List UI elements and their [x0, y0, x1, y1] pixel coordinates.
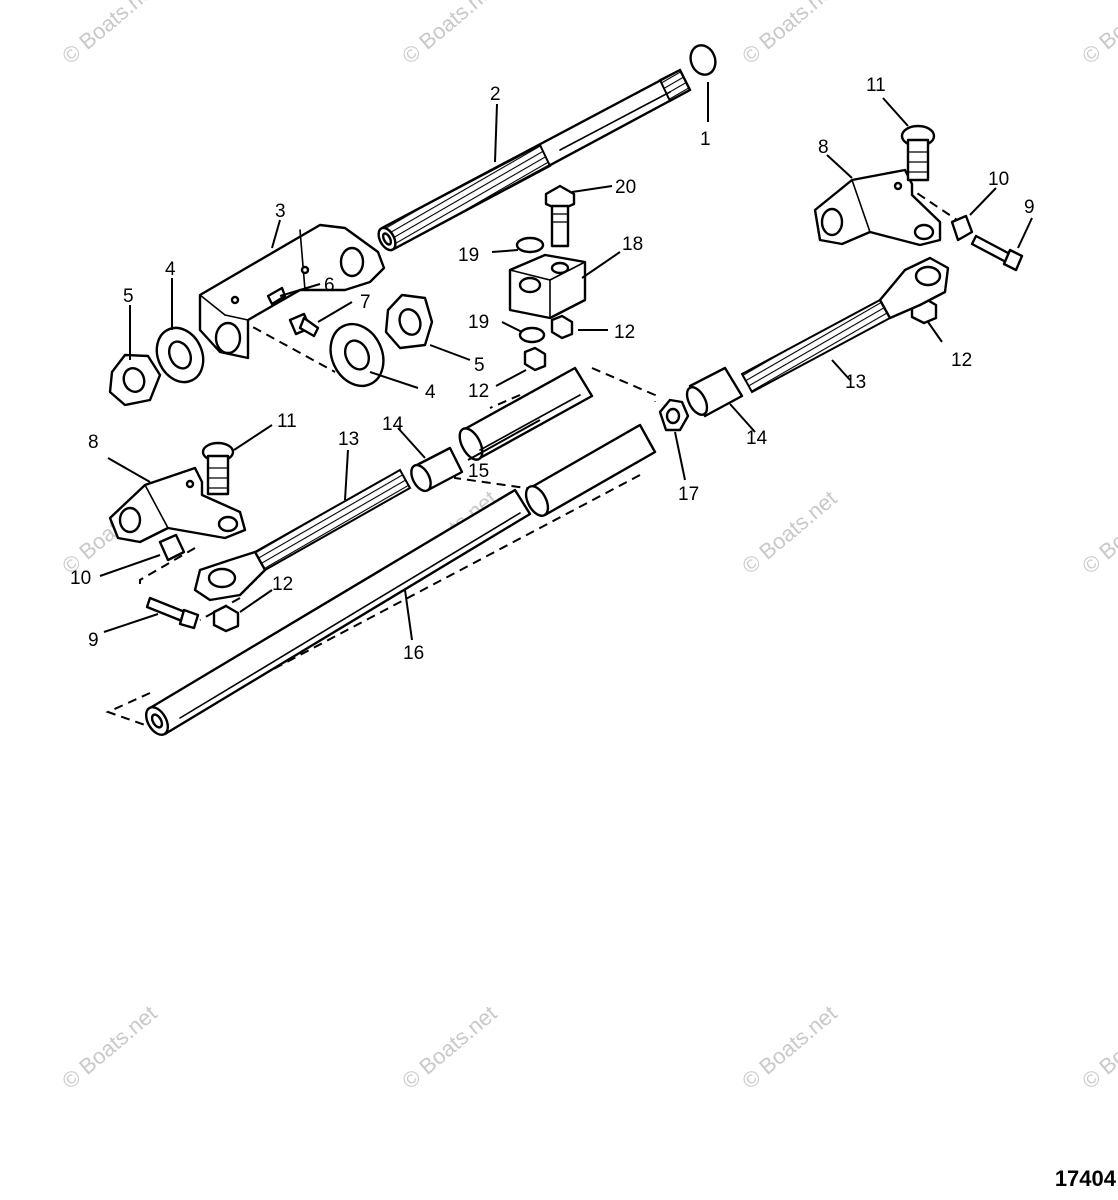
callout-14: 14: [746, 428, 768, 449]
part-7-screw: [288, 312, 320, 338]
watermark-layer: © Boats.net © Boats.net © Boats.net © Bo…: [57, 0, 1118, 1094]
watermark: © Boats.net: [1077, 0, 1118, 69]
callout-13: 13: [338, 429, 359, 450]
callout-12: 12: [468, 381, 489, 402]
callout-11: 11: [277, 411, 297, 432]
callout-4: 4: [165, 259, 176, 280]
part-5-nut-left: [108, 353, 162, 407]
part-11-bolt-left: [201, 441, 235, 496]
part-15-tube-lower: [524, 423, 657, 517]
part-12-nut-left: [212, 604, 240, 633]
part-16-tube: [144, 488, 532, 736]
part-12-nut-clamp: [550, 314, 574, 340]
callout-11: 11: [866, 75, 886, 96]
part-19-washer-top: [515, 236, 545, 254]
callout-1: 1: [700, 129, 711, 150]
part-9-bolt-left: [145, 596, 200, 630]
callout-16: 16: [403, 643, 424, 664]
part-9-bolt-right: [970, 234, 1024, 272]
watermark: © Boats.net: [737, 0, 841, 69]
part-19-washer-bottom: [518, 326, 546, 344]
callout-12: 12: [272, 574, 293, 595]
callout-4: 4: [425, 382, 436, 403]
part-14-sleeve-right: [685, 366, 744, 418]
figure-number: 17404: [1054, 1166, 1116, 1191]
callout-9: 9: [1024, 197, 1035, 218]
callout-19: 19: [458, 245, 479, 266]
watermark: © Boats.net: [1077, 1001, 1118, 1094]
callout-7: 7: [360, 292, 371, 313]
part-5-nut-right: [384, 293, 434, 350]
callout-17: 17: [678, 484, 699, 505]
watermark: © Boats.net: [397, 0, 501, 69]
part-18-clamp: [508, 253, 587, 320]
callout-12: 12: [951, 350, 972, 371]
part-13-tie-rod-right: [740, 256, 950, 394]
callout-13: 13: [845, 372, 866, 393]
part-17-nut: [658, 398, 690, 432]
part-12-nut-center: [523, 346, 547, 372]
watermark: © Boats.net: [397, 1001, 501, 1094]
callout-12: 12: [614, 322, 635, 343]
part-4-washer-right: [329, 322, 385, 388]
watermark: © Boats.net: [57, 0, 161, 69]
part-14-sleeve-left: [410, 446, 464, 493]
watermark: © Boats.net: [1077, 486, 1118, 579]
part-4-washer-left: [155, 326, 205, 384]
watermark: © Boats.net: [737, 486, 841, 579]
callout-8: 8: [88, 432, 99, 453]
callout-6: 6: [324, 275, 335, 296]
part-6-pin: [266, 286, 287, 306]
part-2-tube: [377, 68, 692, 252]
part-8-bracket-left: [108, 466, 247, 544]
callout-5: 5: [123, 286, 134, 307]
part-1-o-ring: [689, 44, 717, 76]
watermark: © Boats.net: [57, 1001, 161, 1094]
callout-10: 10: [988, 169, 1009, 190]
callout-2: 2: [490, 84, 501, 105]
callout-20: 20: [615, 177, 636, 198]
callout-14: 14: [382, 414, 404, 435]
callout-9: 9: [88, 630, 99, 651]
part-10-washer-left: [158, 533, 186, 562]
part-15-tube-upper: [458, 366, 594, 461]
watermark: © Boats.net: [737, 1001, 841, 1094]
callout-15: 15: [468, 461, 489, 482]
callout-3: 3: [275, 201, 286, 222]
callouts: 1 2 3 4 4 5 5 6 7 8 8 9 9 10 10 11 11 12…: [70, 75, 1035, 664]
part-11-bolt-right: [900, 124, 936, 182]
part-20-bolt: [544, 184, 576, 248]
callout-8: 8: [818, 137, 829, 158]
part-13-tie-rod-left: [193, 468, 412, 602]
callout-5: 5: [474, 355, 485, 376]
callout-10: 10: [70, 568, 91, 589]
leader-lines: [99, 82, 1033, 641]
part-8-bracket-right: [813, 168, 942, 247]
callout-18: 18: [622, 234, 643, 255]
part-10-washer-right: [950, 214, 974, 242]
callout-19: 19: [468, 312, 489, 333]
